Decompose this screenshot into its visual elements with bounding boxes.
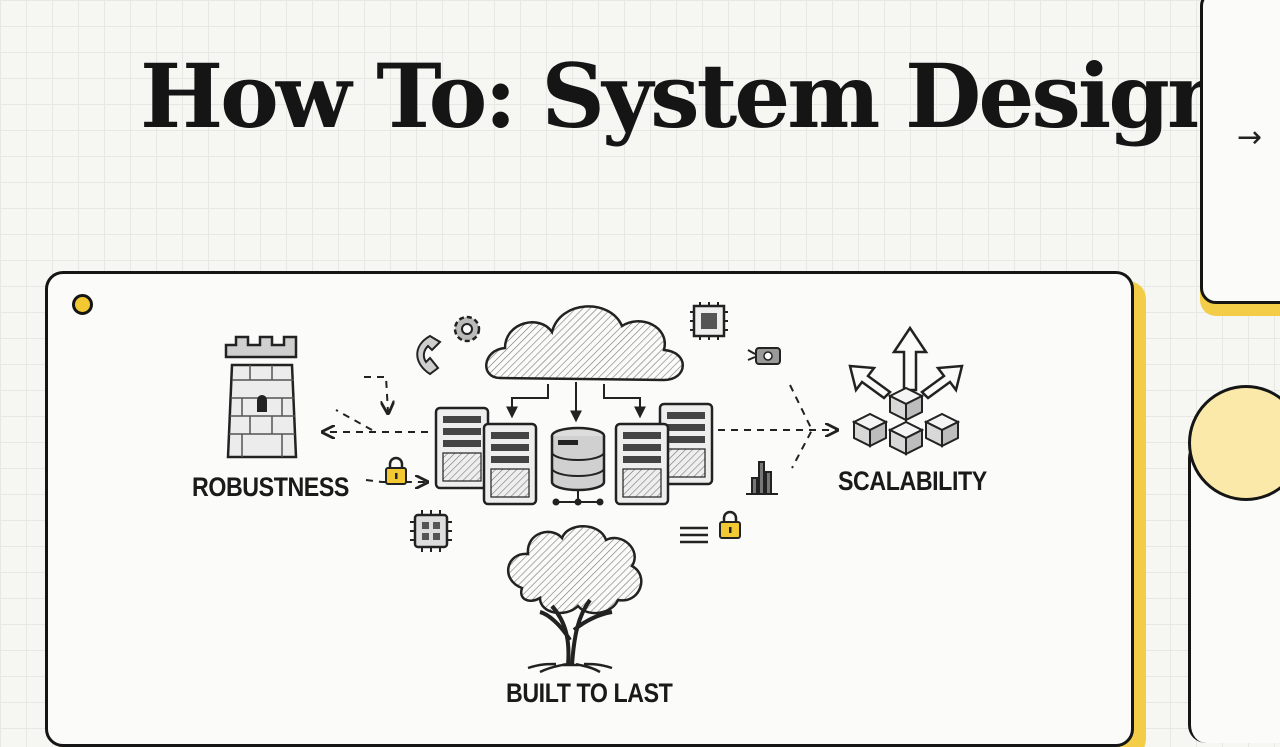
cloud-icon <box>485 305 684 382</box>
gear-icon <box>453 315 481 343</box>
lock-icon <box>718 510 742 540</box>
side-circle-decoration <box>1188 385 1280 501</box>
scaling-arrows-icon <box>848 325 964 400</box>
built-to-last-label: BUILT TO LAST <box>506 678 673 708</box>
microchip-icon <box>690 302 728 340</box>
camera-icon <box>747 347 781 365</box>
scalability-label: SCALABILITY <box>838 466 987 496</box>
tree-icon <box>506 525 643 674</box>
circuit-icon <box>410 510 452 552</box>
arrow-right-icon[interactable]: → <box>1237 120 1263 155</box>
system-design-diagram <box>224 302 964 674</box>
cubes-icon <box>853 387 959 455</box>
page-title: How To: System Design? <box>140 44 1279 148</box>
robustness-label: ROBUSTNESS <box>192 472 349 502</box>
bar-chart-icon <box>746 461 778 495</box>
card-dot-indicator <box>72 294 93 315</box>
castle-tower-icon <box>224 335 298 459</box>
list-lines-icon <box>680 526 708 544</box>
database-icon <box>550 426 606 506</box>
lock-icon <box>384 456 408 486</box>
next-slide-card[interactable]: → <box>1200 0 1280 304</box>
phone-icon <box>416 334 442 376</box>
